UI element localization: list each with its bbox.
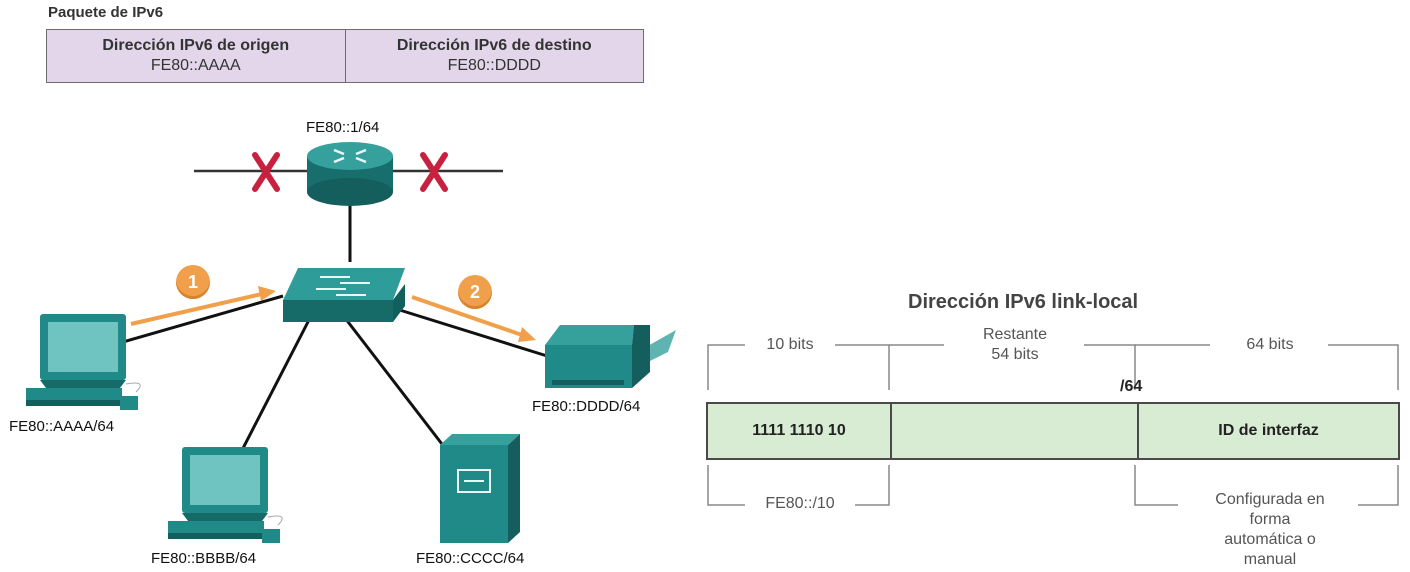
- link-local-title: Dirección IPv6 link-local: [908, 291, 1139, 313]
- bracket-64-right: [1328, 344, 1399, 390]
- bits-64-label: 64 bits: [1246, 336, 1294, 353]
- switch-icon: [283, 268, 405, 322]
- step-2-badge: 2: [458, 275, 492, 309]
- bits-10-label: 10 bits: [766, 336, 814, 353]
- pc1-label: FE80::AAAA/64: [9, 418, 115, 435]
- bracket-iid-left: [1134, 465, 1178, 506]
- config-label-line1: Configurada en: [1215, 491, 1325, 508]
- packet-title: Paquete de IPv6: [48, 4, 164, 21]
- remaining-bits-segment: [892, 404, 1139, 458]
- link-local-brackets: [707, 344, 1399, 506]
- pc1-icon: [26, 314, 141, 410]
- source-address-value: FE80::AAAA: [150, 57, 241, 74]
- pc2-icon: [168, 447, 283, 543]
- prefix-label: FE80::/10: [765, 495, 835, 512]
- router-icon: [307, 142, 393, 206]
- interface-id-segment: ID de interfaz: [1218, 422, 1319, 439]
- dest-address-header: Dirección IPv6 de destino: [396, 37, 592, 54]
- pc2-link: [236, 317, 312, 459]
- arrow-2-icon: [411, 295, 536, 342]
- printer-label: FE80::DDDD/64: [532, 398, 641, 415]
- packet-table: Dirección IPv6 de origen FE80::AAAA Dire…: [46, 29, 644, 83]
- dest-address-cell: Dirección IPv6 de destino FE80::DDDD: [344, 30, 644, 82]
- source-address-cell: Dirección IPv6 de origen FE80::AAAA: [47, 30, 345, 82]
- blocked-x-right-icon: [420, 152, 448, 192]
- arrow-1-icon: [130, 286, 276, 326]
- remaining-label-line1: Restante: [982, 326, 1048, 343]
- config-label-line2: forma: [1249, 511, 1291, 528]
- server-icon: [440, 434, 520, 543]
- blocked-x-left-icon: [252, 152, 280, 192]
- prefix-bits-segment: 1111 1110 10: [708, 404, 892, 458]
- config-label-line3: automática o: [1224, 531, 1316, 548]
- step-1-badge: 1: [176, 265, 210, 299]
- bracket-10bits-left: [707, 344, 745, 390]
- bracket-prefix-left: [707, 465, 745, 506]
- router-label: FE80::1/64: [306, 119, 380, 136]
- network-topology: [26, 142, 676, 543]
- bracket-iid-right: [1358, 465, 1399, 506]
- address-bar: 1111 1110 10 ID de interfaz: [706, 402, 1400, 460]
- source-address-header: Dirección IPv6 de origen: [102, 37, 290, 54]
- dest-address-value: FE80::DDDD: [447, 57, 541, 74]
- printer-link: [389, 305, 561, 362]
- printer-icon: [545, 325, 676, 388]
- bracket-10bits-right: [835, 344, 890, 390]
- prefix-length-label: /64: [1120, 378, 1143, 395]
- config-label-line4: manual: [1243, 551, 1297, 568]
- server-link: [343, 317, 447, 449]
- config-label: Configurada en forma automática o manual: [1190, 490, 1350, 570]
- pc2-label: FE80::BBBB/64: [151, 550, 257, 567]
- bracket-prefix-right: [855, 465, 890, 506]
- remaining-label-line2: 54 bits: [991, 346, 1039, 363]
- server-label: FE80::CCCC/64: [416, 550, 525, 567]
- pc1-link: [122, 294, 284, 344]
